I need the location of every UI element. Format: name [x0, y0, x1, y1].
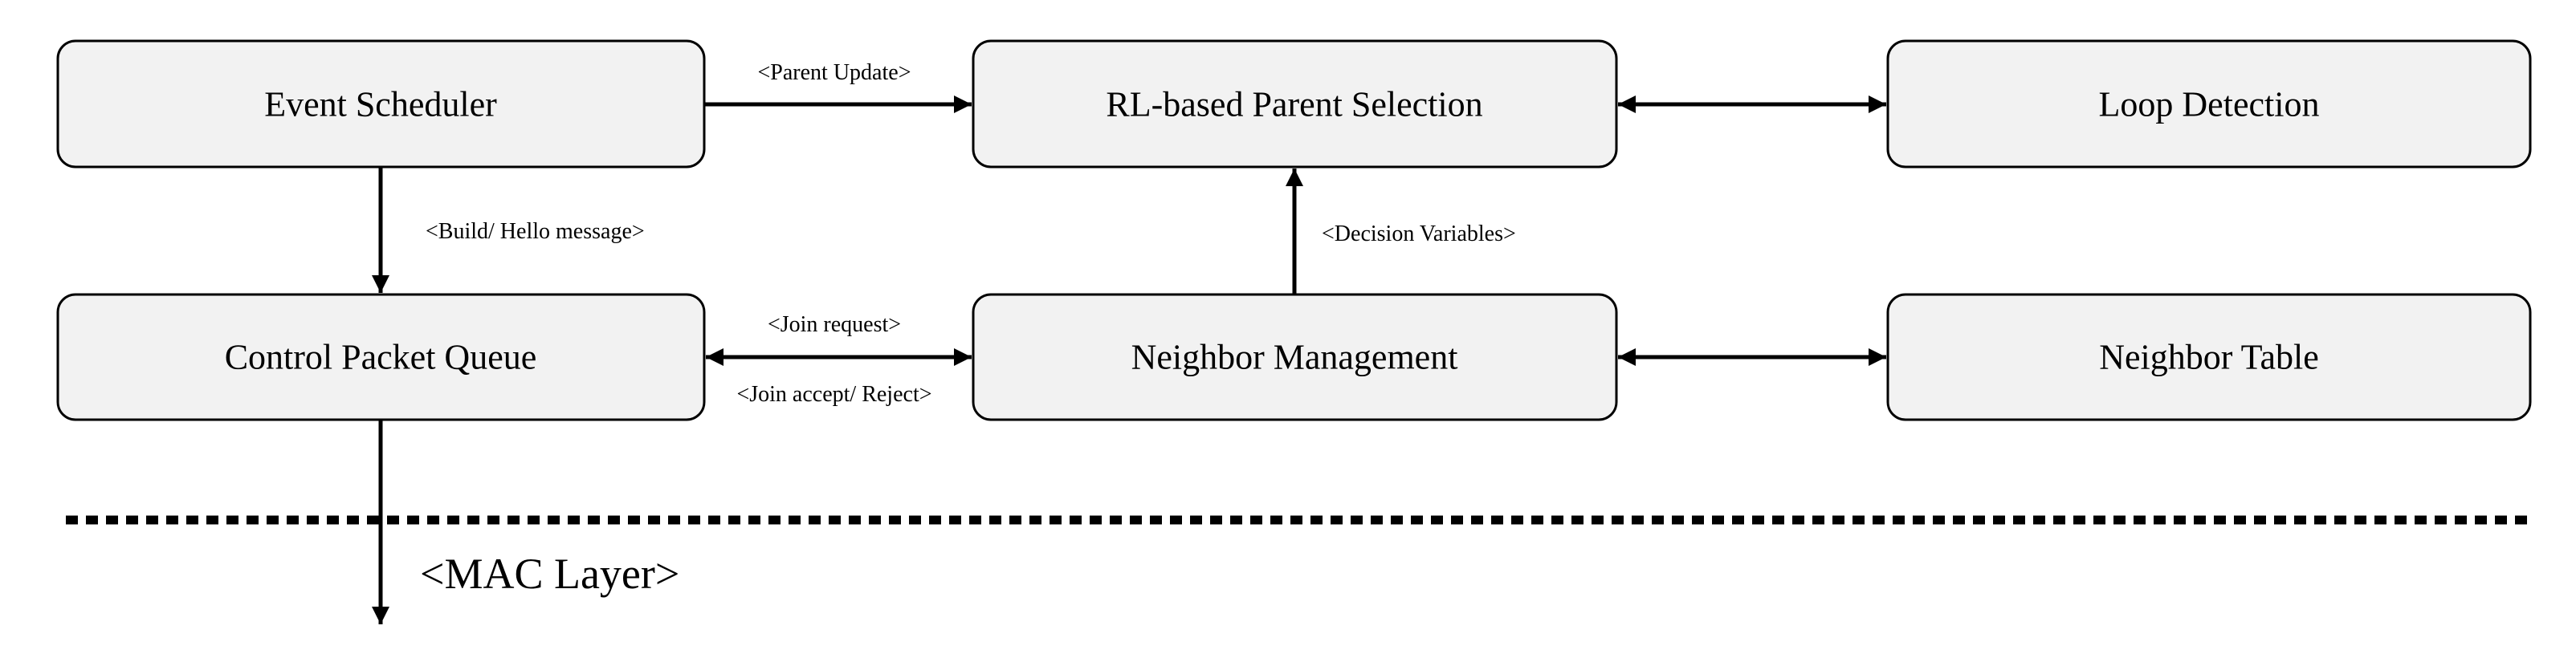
- control-packet-queue-box: Control Packet Queue: [56, 293, 706, 421]
- build-hello-label: <Build/ Hello message>: [426, 219, 645, 244]
- loop-detection-box: Loop Detection: [1886, 39, 2532, 169]
- decision-variables-label: <Decision Variables>: [1322, 221, 1516, 246]
- neighbor-management-box: Neighbor Management: [972, 293, 1618, 421]
- neighbor-table-label: Neighbor Table: [2099, 338, 2318, 377]
- rl-parent-selection-box: RL-based Parent Selection: [972, 39, 1618, 169]
- control-packet-queue-label: Control Packet Queue: [225, 338, 537, 377]
- loop-detection-label: Loop Detection: [2099, 85, 2320, 124]
- event-scheduler-label: Event Scheduler: [264, 85, 497, 124]
- neighbor-table-box: Neighbor Table: [1886, 293, 2532, 421]
- rl-parent-selection-label: RL-based Parent Selection: [1106, 85, 1482, 124]
- event-scheduler-box: Event Scheduler: [56, 39, 706, 169]
- parent-update-label: <Parent Update>: [758, 60, 911, 85]
- neighbor-management-label: Neighbor Management: [1131, 338, 1458, 377]
- join-accept-reject-label: <Join accept/ Reject>: [736, 382, 931, 407]
- join-request-label: <Join request>: [768, 312, 901, 337]
- mac-layer-label: <MAC Layer>: [420, 550, 679, 598]
